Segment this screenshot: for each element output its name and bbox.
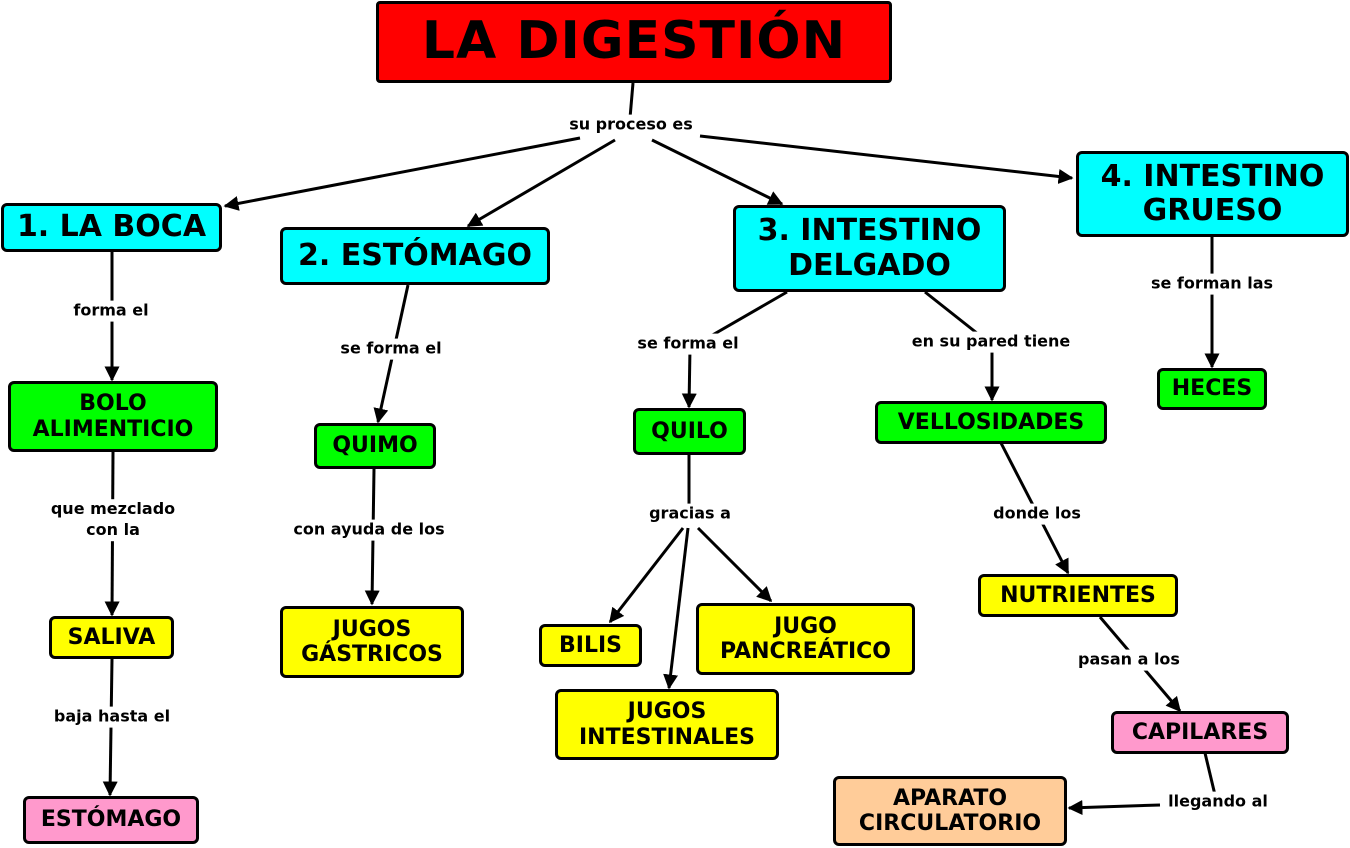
bilis-node: BILIS: [539, 624, 642, 667]
aparato-node: APARATO CIRCULATORIO: [833, 776, 1067, 846]
label-gracias-a: gracias a: [646, 503, 734, 525]
title-node: LA DIGESTIÓN: [376, 1, 892, 83]
quimo-node: QUIMO: [314, 423, 436, 469]
jugo-pancreatico-node: JUGO PANCREÁTICO: [696, 603, 915, 675]
jugos-intestinales-node: JUGOS INTESTINALES: [555, 689, 779, 760]
label-llegando-al: llegando al: [1165, 791, 1271, 813]
label-su-proceso: su proceso es: [566, 114, 696, 136]
edge-to-intestino-grueso: [699, 134, 1074, 184]
label-donde-los: donde los: [990, 503, 1084, 525]
label-que-mezclado: que mezclado con la: [47, 499, 179, 541]
intestino-delgado-node: 3. INTESTINO DELGADO: [733, 205, 1006, 292]
label-pasan-a: pasan a los: [1075, 649, 1183, 671]
edge-to-intestino-delgado: [651, 138, 784, 206]
edge-delgado-quilo-b: [681, 347, 697, 409]
edge-gracias-intestinales: [663, 527, 690, 690]
edge-title-label: [628, 82, 635, 119]
label-con-ayuda: con ayuda de los: [290, 519, 448, 541]
boca-node: 1. LA BOCA: [1, 203, 222, 252]
estomago-end-node: ESTÓMAGO: [23, 796, 199, 844]
bolo-node: BOLO ALIMENTICIO: [8, 381, 218, 452]
edge-gracias-bilis: [608, 527, 685, 624]
nutrientes-node: NUTRIENTES: [978, 574, 1178, 617]
label-se-forman-las: se forman las: [1147, 273, 1277, 295]
edge-to-estomago: [466, 138, 616, 228]
label-baja-hasta: baja hasta el: [50, 706, 174, 728]
intestino-grueso-node: 4. INTESTINO GRUESO: [1076, 151, 1349, 237]
label-se-forma-quilo: se forma el: [634, 333, 742, 355]
edge-capilares-llegando: [1203, 752, 1217, 796]
vellosidades-node: VELLOSIDADES: [875, 401, 1107, 444]
heces-node: HECES: [1157, 368, 1267, 410]
label-forma-el: forma el: [70, 300, 152, 322]
edge-gracias-pancreatico: [696, 526, 773, 603]
jugos-gastricos-node: JUGOS GÁSTRICOS: [280, 606, 464, 678]
estomago-step-node: 2. ESTÓMAGO: [280, 227, 550, 285]
quilo-node: QUILO: [633, 408, 746, 455]
saliva-node: SALIVA: [49, 616, 174, 659]
label-en-su-pared: en su pared tiene: [908, 331, 1074, 353]
edge-to-boca: [223, 136, 581, 211]
capilares-node: CAPILARES: [1111, 711, 1289, 754]
label-se-forma-quimo: se forma el: [337, 338, 445, 360]
edge-llegando-aparato: [1067, 800, 1161, 816]
